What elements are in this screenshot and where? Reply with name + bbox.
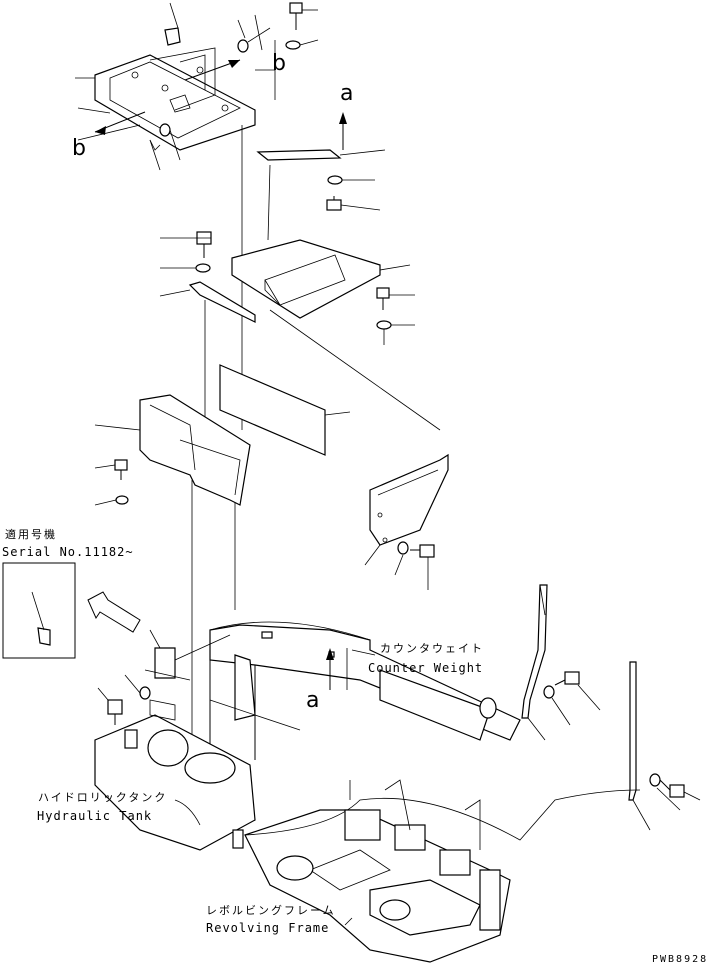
small-bracket [256, 149, 386, 211]
serial-detail-box [2, 562, 76, 659]
callout-a-bottom: a [306, 688, 319, 713]
callout-a-top: a [340, 81, 353, 106]
serial-arrow [87, 591, 141, 633]
revolving-frame-en: Revolving Frame [206, 921, 329, 935]
support-rods [521, 584, 701, 831]
hydraulic-tank-jp: ハイドロリックタンク [38, 791, 167, 804]
callout-b-top: b [272, 51, 286, 76]
arrow-a-top [339, 112, 347, 150]
revolving-frame-leader [344, 917, 353, 926]
serial-jp: 適用号機 [5, 527, 57, 541]
callout-b-left: b [72, 136, 86, 161]
left-bracket [94, 394, 251, 506]
drawing-code: PWB8928 [652, 954, 708, 965]
top-cover-plate [94, 47, 256, 151]
counterweight-jp: カウンタウェイト [380, 642, 484, 655]
revolving-frame [244, 779, 641, 963]
hydraulic-tank-en: Hydraulic Tank [37, 809, 152, 823]
revolving-frame-jp: レボルビングフレーム [206, 903, 336, 917]
leader-lines-top [75, 2, 319, 171]
middle-cover [188, 239, 381, 323]
top-hardware [149, 2, 303, 151]
serial-en: Serial No.11182~ [2, 545, 134, 559]
arrow-b-top [184, 59, 241, 81]
arrow-a-bottom [326, 648, 334, 690]
arrow-b-left [94, 111, 146, 135]
counterweight-leader [351, 649, 376, 656]
counterweight-en: Counter Weight [368, 661, 483, 675]
foam-pad [219, 364, 351, 456]
middle-hardware [159, 231, 415, 330]
hydraulic-tank [94, 629, 256, 851]
right-bracket [364, 453, 449, 590]
